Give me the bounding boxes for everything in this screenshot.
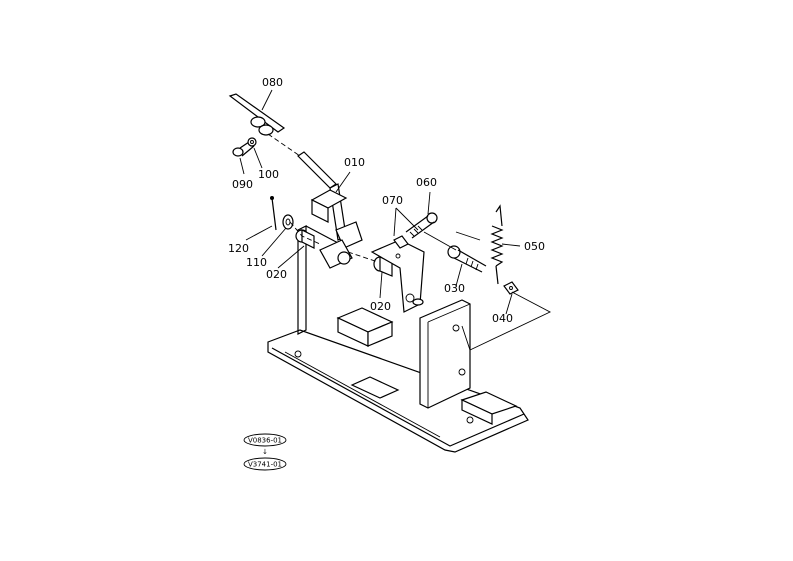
label-060: 060 — [416, 176, 437, 189]
spring-050 — [490, 204, 504, 285]
label-050: 050 — [524, 240, 545, 253]
pedal-plate-080 — [228, 93, 301, 157]
serial-to: V3741-01 — [248, 461, 282, 469]
pedal-arm-010 — [297, 151, 363, 269]
nut-070 — [393, 235, 409, 249]
label-090: 090 — [232, 178, 253, 191]
label-070: 070 — [382, 194, 403, 207]
label-030: 030 — [444, 282, 465, 295]
label-020-lower: 020 — [370, 300, 391, 313]
label-120: 120 — [228, 242, 249, 255]
serial-range: V0836-01 ↓ V3741-01 — [243, 433, 287, 471]
label-020-upper: 020 — [266, 268, 287, 281]
label-040: 040 — [492, 312, 513, 325]
label-010: 010 — [344, 156, 365, 169]
assembly-lines — [347, 231, 552, 351]
bushing-020-upper — [289, 221, 321, 249]
leader-lines — [239, 89, 521, 315]
cotter-pin-120 — [270, 196, 277, 231]
label-100: 100 — [258, 168, 279, 181]
washer-100 — [247, 137, 257, 147]
bolt-030 — [447, 245, 487, 273]
left-upright-plate — [297, 225, 394, 347]
serial-from: V0836-01 — [248, 437, 282, 445]
serial-arrow: ↓ — [262, 448, 268, 456]
label-080: 080 — [262, 76, 283, 89]
right-upright-plate — [419, 299, 518, 425]
part-labels: 080 010 090 100 060 070 050 120 110 020 … — [228, 76, 545, 325]
washer-110 — [282, 214, 294, 230]
base-plate — [267, 329, 529, 453]
label-110: 110 — [246, 256, 267, 269]
nut-040 — [503, 281, 519, 295]
bolt-090 — [232, 139, 255, 157]
bolt-060 — [405, 212, 438, 239]
